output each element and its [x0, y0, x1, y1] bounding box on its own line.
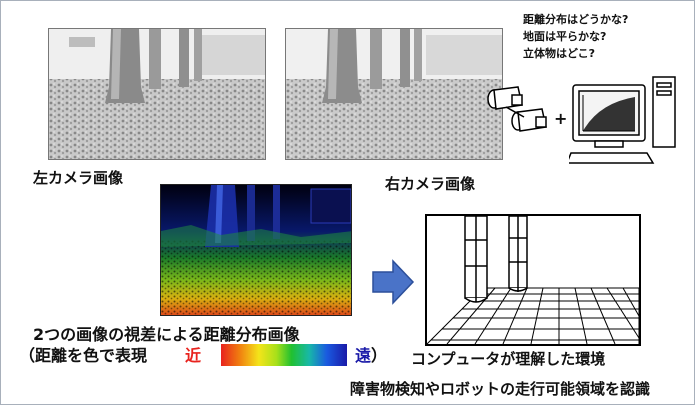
far-label: 遠 [355, 346, 372, 365]
right-camera-image [285, 28, 503, 160]
stereo-camera-icon [484, 81, 556, 141]
desktop-computer-icon [569, 73, 681, 168]
plus-sign: + [554, 109, 568, 128]
left-camera-image [48, 28, 266, 160]
right-arrow-icon [371, 259, 415, 305]
distance-legend-prefix: （距離を色で表現 [19, 346, 148, 365]
left-camera-label: 左カメラ画像 [33, 169, 124, 187]
question-3d-object: 立体物はどこ? [523, 47, 596, 60]
right-camera-label: 右カメラ画像 [385, 175, 476, 193]
recognition-label: 障害物検知やロボットの走行可能領域を認識 [350, 380, 651, 398]
close-paren: ） [371, 346, 388, 365]
disparity-title: 2つの画像の視差による距離分布画像 [33, 325, 300, 344]
question-distance: 距離分布はどうかな? [523, 13, 629, 26]
computer-understanding-label: コンプュータが理解した環境 [411, 350, 606, 368]
disparity-image [160, 184, 352, 316]
question-flat-ground: 地面は平らかな? [523, 30, 607, 43]
near-label: 近 [185, 346, 202, 365]
distance-color-scale [221, 344, 347, 366]
computer-environment-image [425, 214, 641, 346]
